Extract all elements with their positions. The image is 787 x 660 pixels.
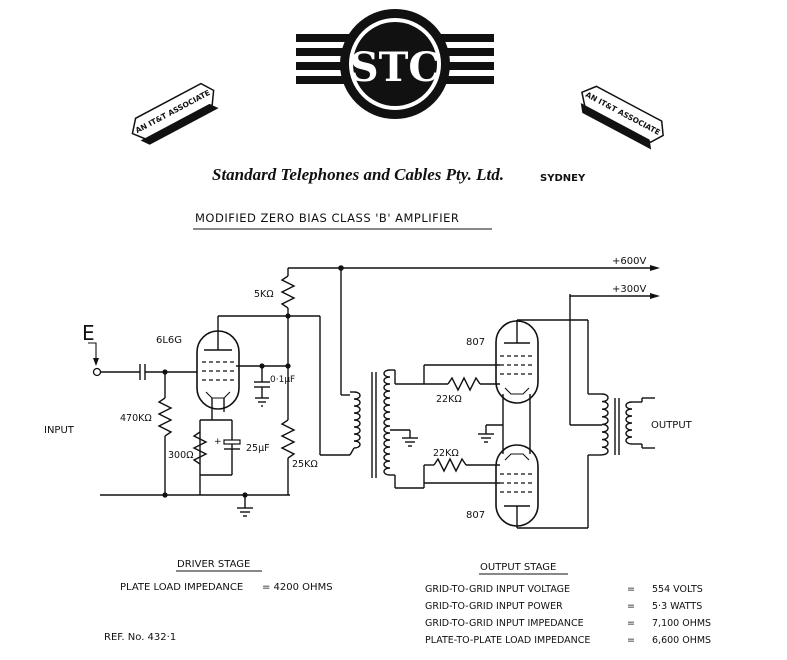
input-terminal[interactable]: [92, 367, 102, 377]
resistor-grid-label: 470KΩ: [120, 413, 152, 424]
resistor-cathode-300: [192, 431, 208, 465]
b-plus-feed: [340, 268, 350, 396]
rail-300v-label: +300V: [612, 284, 646, 295]
output-row-value: 5·3 WATTS: [652, 601, 702, 612]
driver-plate-load-value: = 4200 OHMS: [262, 582, 333, 593]
rail-600v-label: +600V: [612, 256, 646, 267]
logo-core: [353, 22, 437, 106]
svg-text:+: +: [214, 437, 222, 447]
driver-stage-notes: DRIVER STAGE PLATE LOAD IMPEDANCE = 4200…: [120, 559, 333, 593]
capacitor-screen: [254, 366, 270, 407]
company-city: SYDNEY: [540, 173, 586, 184]
capacitor-screen-label: 0·1µF: [270, 375, 295, 385]
output-row-label: GRID-TO-GRID INPUT POWER: [425, 601, 563, 612]
stc-logo: STC: [296, 9, 494, 119]
output-row-eq: =: [627, 601, 635, 612]
output-tube-top-label: 807: [466, 337, 485, 348]
resistor-screen-label: 25KΩ: [292, 459, 318, 470]
output-cathode-ground: [478, 394, 531, 454]
output-row-value: 7,100 OHMS: [652, 618, 711, 629]
output-row-label: GRID-TO-GRID INPUT VOLTAGE: [425, 584, 570, 595]
output-row: GRID-TO-GRID INPUT IMPEDANCE = 7,100 OHM…: [425, 618, 711, 629]
output-row: GRID-TO-GRID INPUT POWER = 5·3 WATTS: [425, 601, 702, 612]
driver-tube-6l6g: [196, 330, 240, 412]
output-row-eq: =: [627, 584, 635, 595]
driver-stage-heading: DRIVER STAGE: [177, 559, 250, 570]
output-tube-bottom-807: [495, 444, 539, 528]
output-tube-top-807: [495, 320, 539, 404]
capacitor-cathode-label: 25µF: [246, 443, 270, 454]
output-row-eq: =: [627, 618, 635, 629]
screen-wiring: [236, 316, 291, 420]
rail-600v: [288, 265, 660, 271]
input-label: INPUT: [44, 425, 75, 436]
company-name: Standard Telephones and Cables Pty. Ltd.: [212, 165, 504, 184]
reference-number: REF. No. 432·1: [104, 632, 176, 643]
badge-right: AN IT&T ASSOCIATE: [580, 85, 664, 150]
logo-stripes-right: [412, 34, 494, 84]
output-row-label: PLATE-TO-PLATE LOAD IMPEDANCE: [425, 635, 590, 646]
output-row-value: 6,600 OHMS: [652, 635, 711, 646]
logo-text: STC: [350, 44, 441, 91]
interstage-transformer: [349, 369, 418, 488]
output-transformer: [601, 393, 655, 456]
output-tube-bottom-label: 807: [466, 510, 485, 521]
schematic: +600V +300V E INPUT 470KΩ: [44, 256, 693, 529]
cathode-wiring: [199, 412, 233, 495]
resistor-screen-25k: [280, 419, 296, 495]
output-row-value: 554 VOLTS: [652, 584, 703, 595]
resistor-grid-470k: [157, 372, 173, 495]
output-row-eq: =: [627, 635, 635, 646]
resistor-grid-top-label: 22KΩ: [436, 394, 462, 405]
output-stage-notes: OUTPUT STAGE GRID-TO-GRID INPUT VOLTAGE …: [425, 562, 711, 646]
badge-left: AN IT&T ASSOCIATE: [131, 82, 219, 145]
grid-wiring-top: [395, 364, 500, 392]
driver-tube-label: 6L6G: [156, 335, 182, 346]
output-row-label: GRID-TO-GRID INPUT IMPEDANCE: [425, 618, 584, 629]
capacitor-cathode: +: [214, 437, 241, 450]
ground-bus: [100, 492, 290, 517]
logo-stripes-left: [296, 34, 378, 84]
driver-plate-load-label: PLATE LOAD IMPEDANCE: [120, 582, 243, 593]
resistor-cathode-label: 300Ω: [168, 450, 193, 461]
coupling-capacitor: [101, 364, 200, 380]
resistor-plate-label: 5KΩ: [254, 289, 274, 300]
input-arrow: [88, 342, 99, 366]
resistor-plate-5k: [280, 268, 296, 316]
resistor-grid-bottom-label: 22KΩ: [433, 448, 459, 459]
grid-wiring-bottom: [395, 457, 500, 489]
diagram-title: MODIFIED ZERO BIAS CLASS 'B' AMPLIFIER: [195, 211, 459, 225]
output-row: PLATE-TO-PLATE LOAD IMPEDANCE = 6,600 OH…: [425, 635, 711, 646]
plate-wiring: [517, 296, 602, 529]
output-label: OUTPUT: [651, 420, 693, 431]
input-marker: E: [82, 321, 95, 345]
output-stage-heading: OUTPUT STAGE: [480, 562, 556, 573]
output-row: GRID-TO-GRID INPUT VOLTAGE = 554 VOLTS: [425, 584, 703, 595]
